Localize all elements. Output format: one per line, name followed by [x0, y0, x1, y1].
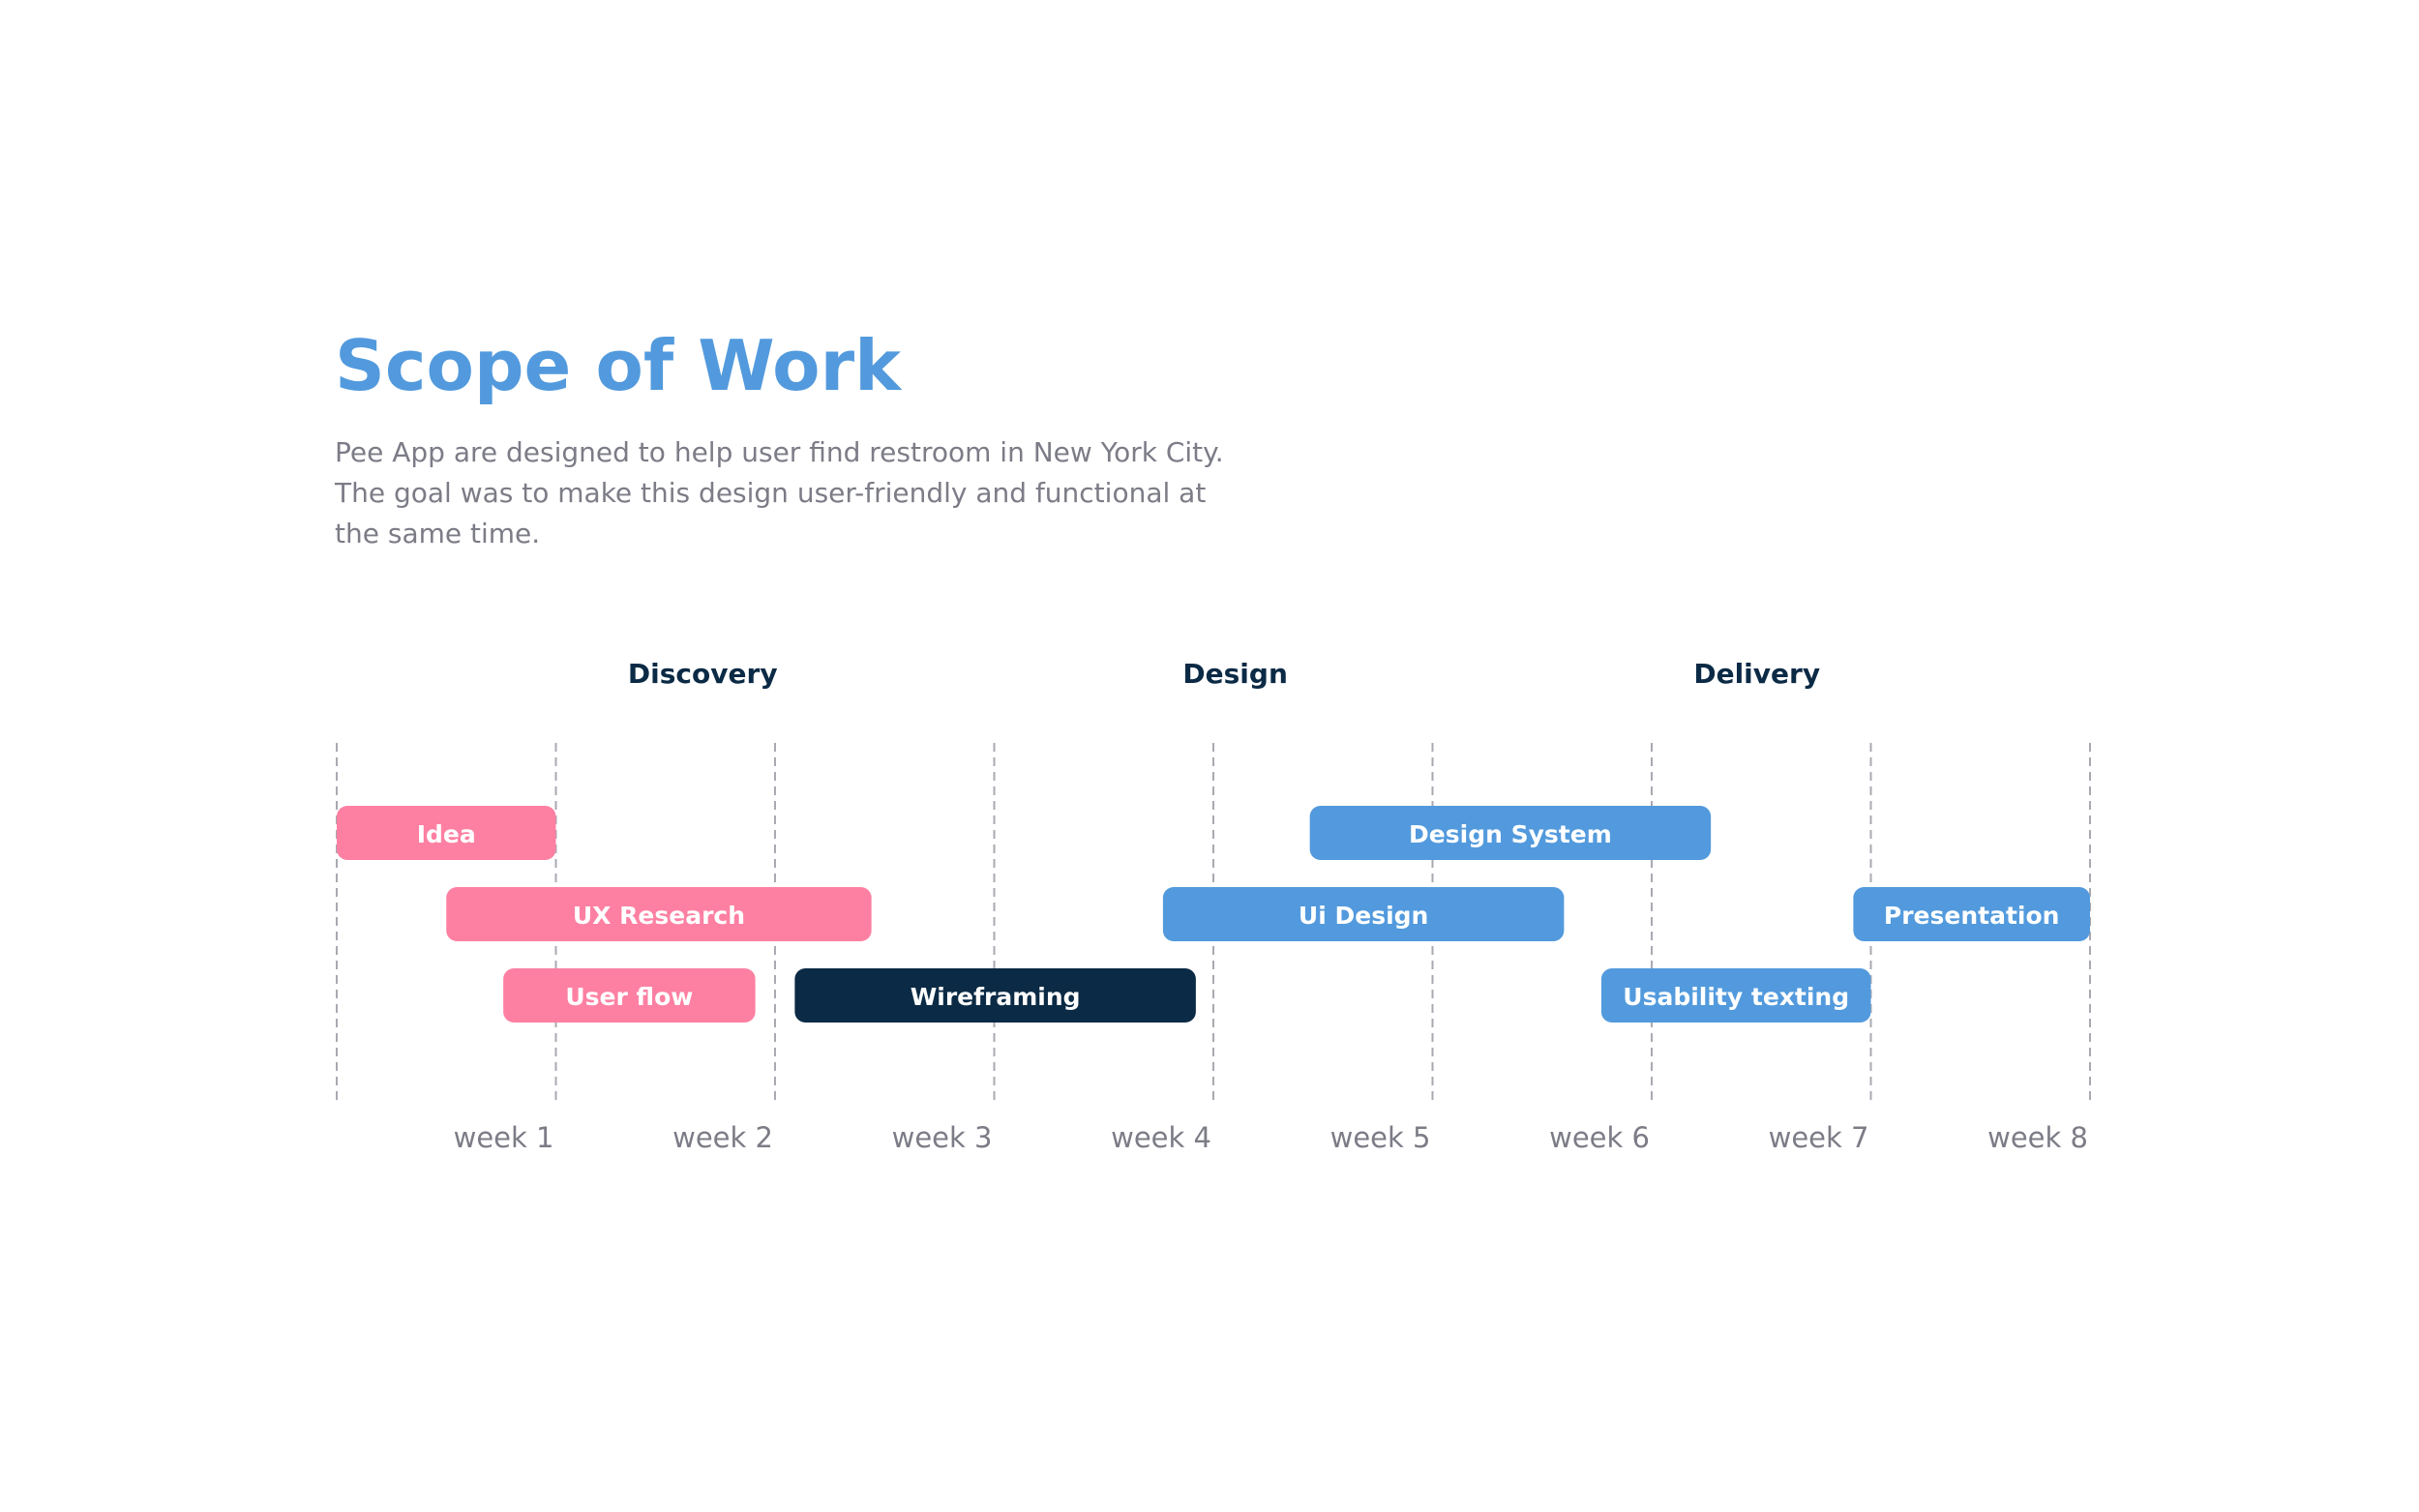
phase-label-design: Design	[1182, 658, 1287, 690]
task-label-idea: Idea	[417, 820, 476, 848]
task-bar-user-flow	[503, 968, 756, 1023]
page-title: Scope of Work	[335, 325, 901, 406]
page-description: Pee App are designed to help user find r…	[335, 432, 1235, 554]
tick-label-week-3: week 3	[892, 1121, 993, 1154]
tick-label-week-7: week 7	[1769, 1121, 1869, 1154]
task-label-ux-research: UX Research	[573, 902, 745, 930]
task-bar-wireframing	[794, 968, 1196, 1023]
task-label-wireframing: Wireframing	[911, 983, 1081, 1011]
task-bar-usability-texting	[1600, 968, 1871, 1023]
tick-label-week-1: week 1	[454, 1121, 554, 1154]
task-label-presentation: Presentation	[1884, 902, 2060, 930]
task-label-usability-texting: Usability texting	[1623, 983, 1849, 1011]
task-label-ui-design: Ui Design	[1299, 902, 1428, 930]
description-line-3: the same time.	[335, 518, 541, 549]
description-line-1: Pee App are designed to help user find r…	[335, 436, 1224, 468]
phase-label-discovery: Discovery	[628, 658, 778, 690]
description-line-2: The goal was to make this design user-fr…	[335, 477, 1207, 509]
tick-label-week-8: week 8	[1987, 1121, 2088, 1154]
tick-label-week-6: week 6	[1549, 1121, 1650, 1154]
tick-label-week-5: week 5	[1330, 1121, 1431, 1154]
task-bar-idea	[337, 806, 556, 860]
task-bar-design-system	[1309, 806, 1712, 860]
task-bar-ux-research	[446, 887, 872, 941]
tick-label-week-2: week 2	[672, 1121, 773, 1154]
task-label-design-system: Design System	[1409, 820, 1612, 848]
phase-label-delivery: Delivery	[1693, 658, 1820, 690]
task-bar-ui-design	[1162, 887, 1565, 941]
tick-label-week-4: week 4	[1111, 1121, 1211, 1154]
task-label-user-flow: User flow	[565, 983, 693, 1011]
task-bar-presentation	[1853, 887, 2090, 941]
